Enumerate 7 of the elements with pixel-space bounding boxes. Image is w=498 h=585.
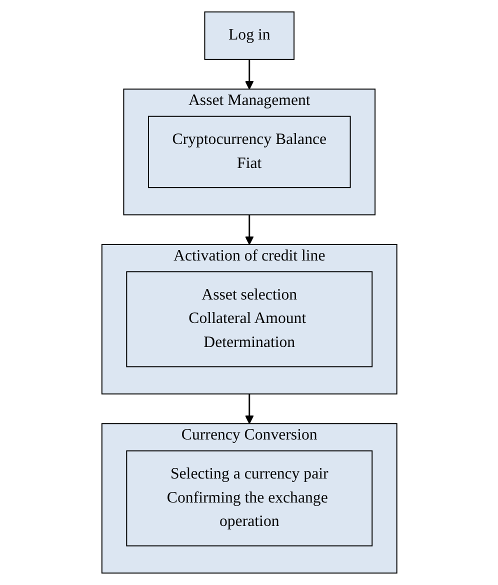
arrow [244,394,254,424]
arrow [244,214,254,245]
node-box: Log in [204,11,294,60]
node-box: Selecting a currency pair Confirming the exchange operation [126,450,372,546]
node-box: Cryptocurrency Balance Fiat [148,116,350,188]
node-box: Asset selection Collateral Amount Determination [126,271,372,368]
arrow [244,59,254,90]
